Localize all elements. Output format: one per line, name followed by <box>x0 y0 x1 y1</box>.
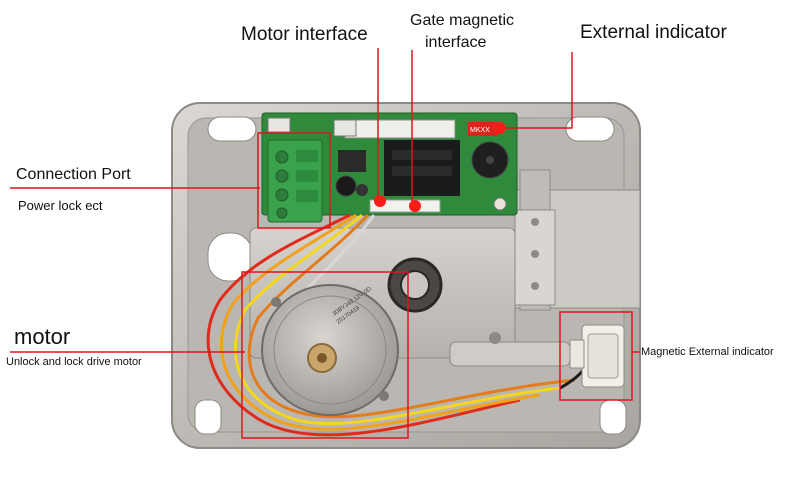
callout-lines <box>10 48 640 439</box>
label-gate-magnetic-line2: interface <box>425 34 487 51</box>
label-motor-desc: Unlock and lock drive motor <box>6 356 142 368</box>
external-indicator-dot <box>494 122 506 134</box>
control-pcb: MKXX <box>261 112 518 216</box>
magnetic-connector <box>569 324 625 388</box>
callout-dots <box>374 122 506 212</box>
label-connection-port: Connection Port <box>16 166 131 183</box>
label-motor: motor <box>14 324 71 349</box>
label-magnetic-external-indicator: Magnetic External indicator <box>641 346 774 358</box>
motor-interface-dot <box>374 195 386 207</box>
label-gate-magnetic-line1: Gate magnetic <box>410 12 515 29</box>
label-external-indicator: External indicator <box>580 22 727 43</box>
label-motor-interface: Motor interface <box>241 24 368 45</box>
wire-harness <box>206 213 592 437</box>
stepper-motor: 30BYJ48 12V 0D 20170419 <box>261 284 399 416</box>
terminal-block <box>267 139 323 223</box>
latch-bracket <box>514 169 641 311</box>
label-power-lock: Power lock ect <box>18 198 103 213</box>
gate-magnetic-dot <box>409 200 421 212</box>
pcb-silkscreen: MKXX <box>470 127 490 134</box>
